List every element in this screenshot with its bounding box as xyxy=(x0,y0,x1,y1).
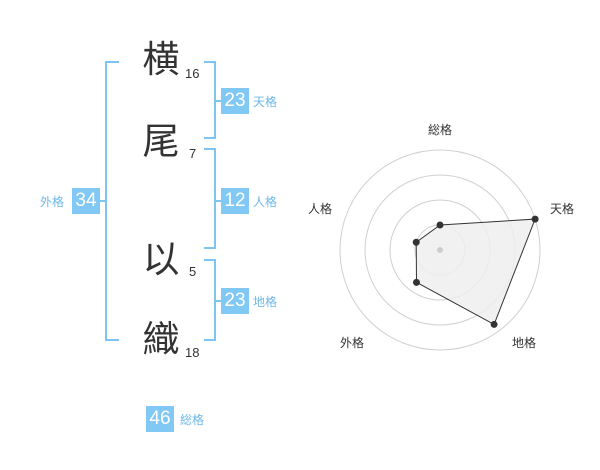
jinkaku-bracket xyxy=(204,148,216,249)
chikaku-value-badge: 23 xyxy=(221,288,249,314)
stroke-count-2: 7 xyxy=(189,146,197,161)
gaikaku-bracket xyxy=(105,61,119,341)
stroke-count-1: 16 xyxy=(185,66,200,81)
radar-center xyxy=(437,247,443,253)
radar-point-4 xyxy=(412,238,420,246)
tenkaku-label: 天格 xyxy=(253,95,278,109)
chikaku-connector xyxy=(215,300,221,302)
tenkaku-connector xyxy=(215,100,221,102)
jinkaku-value-badge: 12 xyxy=(221,188,249,214)
soukaku-label: 総格 xyxy=(180,413,205,427)
gaikaku-value-badge: 34 xyxy=(72,188,100,214)
name-char-4: 織 xyxy=(142,318,180,361)
name-char-1: 横 xyxy=(142,38,180,81)
radar-axis-label-gaikaku: 外格 xyxy=(340,336,365,350)
gaikaku-label: 外格 xyxy=(40,195,65,209)
jinkaku-connector xyxy=(215,200,221,202)
radar-axis-label-tenkaku: 天格 xyxy=(550,202,575,216)
radar-point-0 xyxy=(436,221,444,229)
radar-ring xyxy=(339,149,541,351)
radar-axis-label-chikaku: 地格 xyxy=(512,336,537,350)
radar-point-3 xyxy=(412,278,420,286)
stroke-count-3: 5 xyxy=(189,264,197,279)
radar-series-polygon xyxy=(415,218,536,326)
name-char-3: 以 xyxy=(142,238,180,281)
radar-axis-label-soukaku: 総格 xyxy=(428,123,453,137)
stroke-count-4: 18 xyxy=(185,345,200,360)
radar-point-2 xyxy=(490,320,498,328)
gaikaku-connector xyxy=(98,200,106,202)
tenkaku-value-badge: 23 xyxy=(221,88,249,114)
soukaku-value-badge: 46 xyxy=(146,406,174,432)
name-char-2: 尾 xyxy=(142,120,180,163)
jinkaku-label: 人格 xyxy=(253,195,278,209)
radar-point-1 xyxy=(531,215,539,223)
radar-axis-label-jinkaku: 人格 xyxy=(308,202,333,216)
chikaku-label: 地格 xyxy=(253,295,278,309)
